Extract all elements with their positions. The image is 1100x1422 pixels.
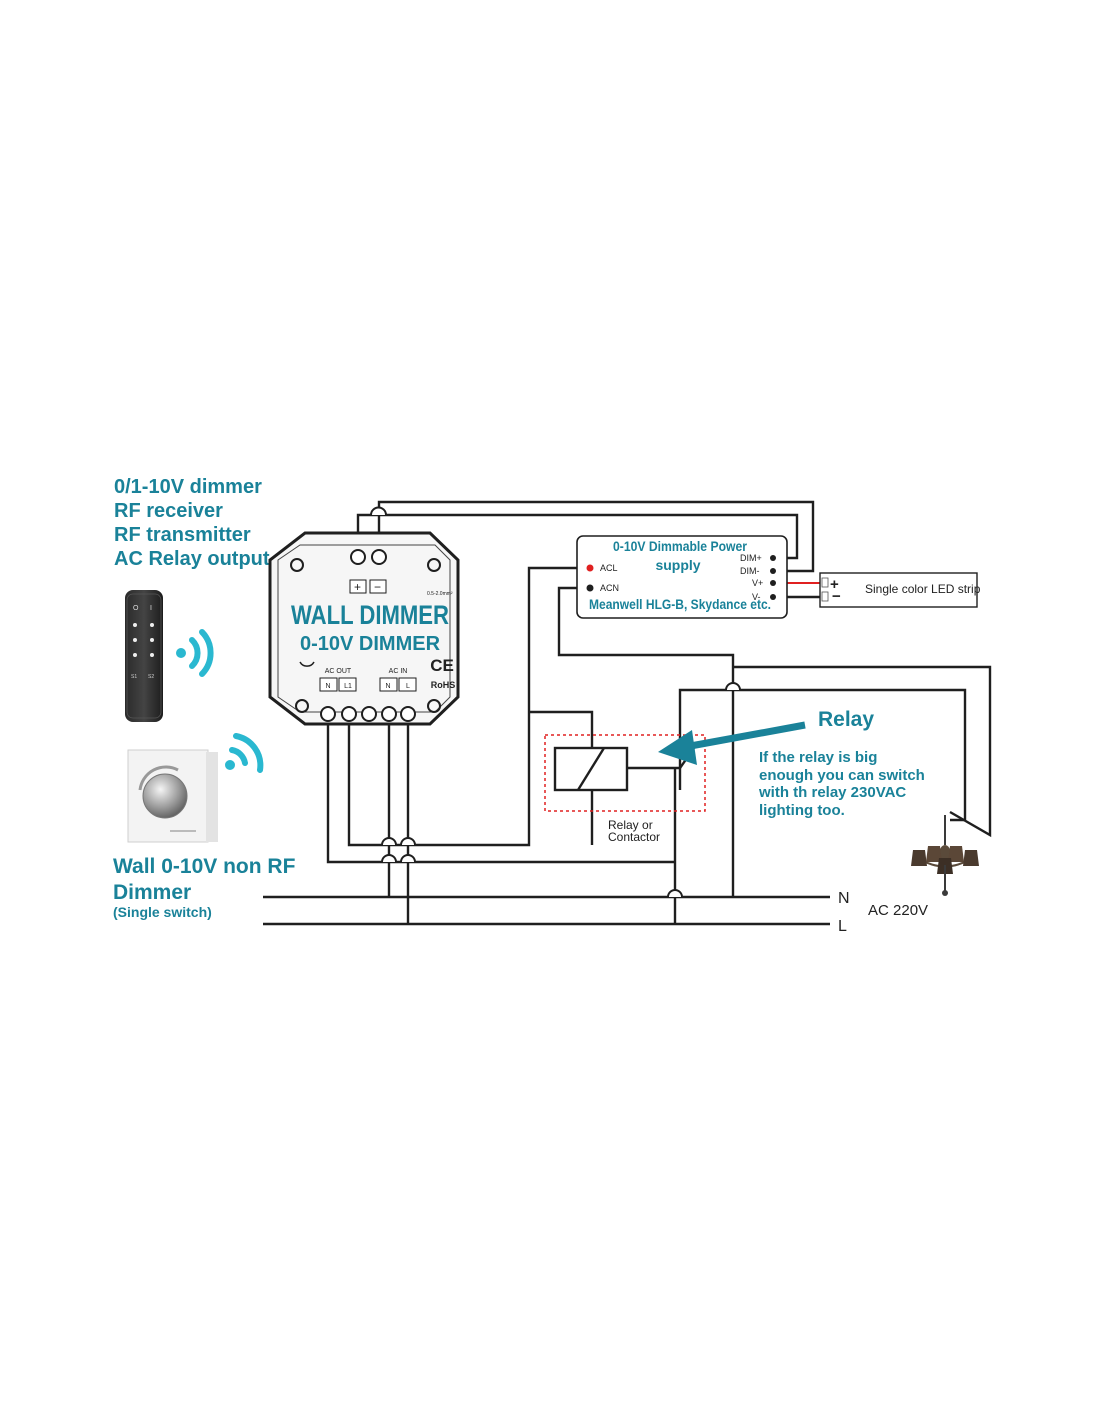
rohs-mark: RoHS bbox=[431, 680, 456, 690]
minus-label: − bbox=[374, 580, 381, 594]
module-subtitle: 0-10V DIMMER bbox=[300, 633, 441, 655]
wires bbox=[263, 500, 992, 926]
arrow-icon bbox=[658, 721, 806, 765]
module-title: WALL DIMMER bbox=[291, 600, 449, 630]
relay-callout-title: Relay bbox=[818, 708, 874, 731]
wifi-signal-icon bbox=[225, 733, 264, 773]
wire-spec: 0.5-2.0mm² bbox=[427, 591, 453, 597]
relay-label: Relay or bbox=[608, 818, 653, 832]
strip-label: Single color LED strip bbox=[865, 582, 981, 596]
mains-voltage: AC 220V bbox=[868, 902, 928, 919]
ac-in-label: AC IN bbox=[389, 668, 408, 675]
wifi-signal-icon bbox=[176, 629, 214, 677]
feature-item: RF receiver bbox=[114, 500, 223, 522]
callout-line: If the relay is big bbox=[759, 749, 877, 766]
ac-out-label: AC OUT bbox=[325, 668, 352, 675]
psu-output-label: DIM- bbox=[740, 566, 760, 576]
svg-text:S2: S2 bbox=[148, 674, 154, 680]
relay-label: Contactor bbox=[608, 830, 660, 844]
wall-dimmer-panel-icon bbox=[127, 749, 218, 843]
relay-callout-text: If the relay is big enough you can switc… bbox=[758, 749, 925, 819]
remote-control-icon: O I S1 S2 bbox=[125, 590, 163, 722]
psu-title: 0-10V Dimmable Power bbox=[613, 538, 747, 554]
wall-dimmer-title: Dimmer bbox=[113, 881, 191, 904]
svg-text:O: O bbox=[133, 605, 139, 612]
wire-crossings bbox=[370, 506, 741, 898]
relay: Relay or Contactor bbox=[544, 734, 706, 844]
line-label: L bbox=[838, 918, 847, 935]
strip-plus: + bbox=[830, 576, 839, 593]
callout-line: enough you can switch bbox=[759, 767, 925, 784]
dimmer-module: + − 0.5-2.0mm² WALL DIMMER 0-10V DIMMER … bbox=[268, 531, 460, 726]
psu-output-label: DIM+ bbox=[740, 553, 762, 563]
terminal-label: N bbox=[385, 683, 390, 690]
psu-models: Meanwell HLG-B, Skydance etc. bbox=[589, 596, 771, 612]
psu-output-label: V- bbox=[752, 592, 761, 602]
wall-dimmer-subtitle: (Single switch) bbox=[113, 904, 212, 920]
terminal-label: L bbox=[406, 683, 410, 690]
svg-text:I: I bbox=[150, 605, 152, 612]
terminal-label: L1 bbox=[344, 683, 352, 690]
strip-minus: − bbox=[832, 588, 841, 605]
psu-input-label: ACL bbox=[600, 563, 618, 573]
psu-title: supply bbox=[655, 557, 700, 573]
wall-dimmer-title: Wall 0-10V non RF bbox=[113, 855, 296, 878]
neutral-label: N bbox=[838, 890, 850, 907]
psu-output-label: V+ bbox=[752, 578, 763, 588]
psu-input-label: ACN bbox=[600, 583, 619, 593]
svg-text:S1: S1 bbox=[131, 674, 137, 680]
plus-label: + bbox=[354, 580, 361, 594]
callout-line: lighting too. bbox=[759, 802, 845, 819]
power-supply: 0-10V Dimmable Power supply Meanwell HLG… bbox=[576, 535, 788, 619]
callout-line: with th relay 230VAC bbox=[758, 784, 906, 801]
terminal-label: N bbox=[325, 683, 330, 690]
feature-item: RF transmitter bbox=[114, 524, 251, 546]
feature-item: 0/1-10V dimmer bbox=[114, 476, 262, 498]
ce-mark: CE bbox=[430, 656, 454, 675]
feature-item: AC Relay output bbox=[114, 548, 270, 570]
feature-list: 0/1-10V dimmer RF receiver RF transmitte… bbox=[114, 476, 270, 570]
chandelier-icon bbox=[911, 815, 979, 896]
led-strip: + − Single color LED strip bbox=[819, 572, 981, 608]
